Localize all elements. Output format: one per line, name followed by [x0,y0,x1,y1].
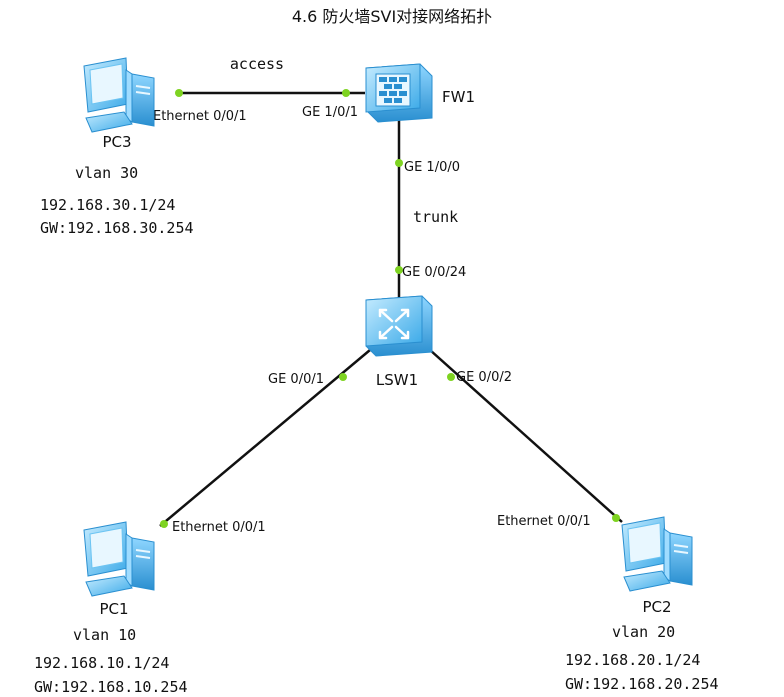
device-name-pc2: PC2 [642,598,671,616]
device-name-pc3: PC3 [102,133,131,151]
pc-icon [621,516,693,592]
pc1-device[interactable]: PC1 vlan 10 192.168.10.1/24 GW:192.168.1… [34,521,188,696]
pc2-ip: 192.168.20.1/24 [565,651,700,669]
link-lsw1-pc1 [159,349,371,527]
pc3-gw: GW:192.168.30.254 [40,219,194,237]
link-lsw1-pc2 [429,349,623,523]
pc-icon [83,521,155,597]
pc3-device[interactable]: PC3 vlan 30 192.168.30.1/24 GW:192.168.3… [40,57,194,237]
port-dot [447,373,455,381]
port-label-pc3: Ethernet 0/0/1 [153,109,247,124]
port-dot [175,89,183,97]
pc2-vlan: vlan 20 [612,623,675,641]
port-dot [395,159,403,167]
diagram-title: 4.6 防火墙SVI对接网络拓扑 [292,7,492,26]
port-dot [395,266,403,274]
pc-icon [83,57,155,133]
port-dot [342,89,350,97]
port-dot [612,514,620,522]
port-label-pc2: Ethernet 0/0/1 [497,514,591,529]
fw1-device[interactable]: FW1 [365,63,475,123]
pc2-device[interactable]: PC2 vlan 20 192.168.20.1/24 GW:192.168.2… [565,516,719,693]
port-label-lsw1-ge001: GE 0/0/1 [268,372,324,387]
pc1-gw: GW:192.168.10.254 [34,678,188,696]
port-label-fw1-ge100: GE 1/0/0 [404,160,460,175]
port-label-pc1: Ethernet 0/0/1 [172,520,266,535]
link-label-trunk: trunk [413,208,458,226]
port-label-lsw1-ge002: GE 0/0/2 [456,370,512,385]
pc3-ip: 192.168.30.1/24 [40,196,175,214]
lsw1-device[interactable]: LSW1 [365,295,433,389]
pc3-vlan: vlan 30 [75,164,138,182]
switch-icon [365,295,433,357]
port-label-fw1-ge101: GE 1/0/1 [302,105,358,120]
port-label-lsw1-ge0024: GE 0/0/24 [402,265,466,280]
pc1-ip: 192.168.10.1/24 [34,654,169,672]
pc2-gw: GW:192.168.20.254 [565,675,719,693]
device-name-pc1: PC1 [99,600,128,618]
device-name-lsw1: LSW1 [376,371,418,389]
device-name-fw1: FW1 [442,88,475,106]
port-dot [160,520,168,528]
firewall-icon [365,63,433,123]
link-label-access: access [230,55,284,73]
pc1-vlan: vlan 10 [73,626,136,644]
port-dot [339,373,347,381]
